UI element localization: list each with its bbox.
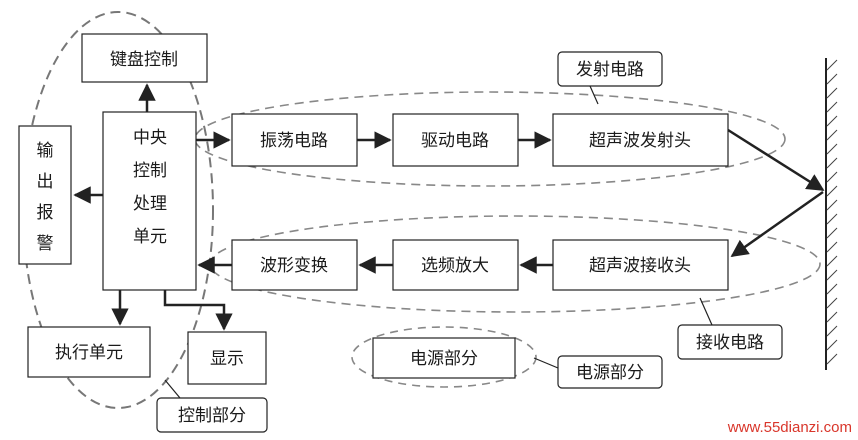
cpu-label-line-1: 中央 xyxy=(133,128,167,148)
waveform-label: 波形变换 xyxy=(260,256,328,276)
power-box xyxy=(372,337,516,379)
keyboard-box xyxy=(81,33,208,83)
transmitter-label: 超声波发射头 xyxy=(589,131,691,151)
waveform-box xyxy=(231,239,358,291)
executor-label: 执行单元 xyxy=(55,343,123,363)
transmit-circuit-ellipse xyxy=(194,91,786,187)
control-part-ellipse xyxy=(22,11,214,409)
receiver-box xyxy=(552,239,729,291)
receive-callout-label: 接收电路 xyxy=(696,333,764,353)
arrow-wall-to-receiver xyxy=(730,190,824,258)
power-label: 电源部分 xyxy=(410,349,478,369)
power-part-ellipse xyxy=(351,326,537,388)
transmitter-box xyxy=(552,113,729,167)
arrow-transmitter-to-wall xyxy=(727,128,825,192)
control-callout-box xyxy=(156,397,268,433)
oscillator-label: 振荡电路 xyxy=(260,131,328,151)
arrow-cpu-to-display xyxy=(163,290,233,331)
driver-label: 驱动电路 xyxy=(421,131,489,151)
receive-callout-leader xyxy=(699,297,713,326)
alarm-label-line-4: 警 xyxy=(37,234,54,254)
alarm-label-line-3: 报 xyxy=(37,203,54,223)
alarm-label-line-2: 出 xyxy=(37,172,54,192)
receive-callout-box xyxy=(677,324,783,360)
control-callout-leader xyxy=(164,379,181,399)
executor-box xyxy=(27,326,151,378)
transmit-callout-label: 发射电路 xyxy=(576,60,644,80)
driver-box xyxy=(392,113,519,167)
display-box xyxy=(187,331,267,385)
power-callout-leader xyxy=(533,357,559,369)
cpu-label-line-2: 控制 xyxy=(133,161,167,181)
oscillator-box xyxy=(231,113,358,167)
amplifier-box xyxy=(392,239,519,291)
power-callout-label: 电源部分 xyxy=(576,363,644,383)
transmit-callout-leader xyxy=(589,85,599,105)
cpu-label-line-3: 处理 xyxy=(133,194,167,214)
cpu-box xyxy=(102,111,197,291)
watermark: www.55dianzi.com xyxy=(727,419,852,436)
display-label: 显示 xyxy=(210,349,244,369)
keyboard-label: 键盘控制 xyxy=(110,50,178,70)
alarm-label-line-1: 输 xyxy=(37,141,54,161)
cpu-label-line-4: 单元 xyxy=(133,227,167,247)
amplifier-label: 选频放大 xyxy=(421,256,489,276)
receiver-label: 超声波接收头 xyxy=(589,256,691,276)
power-callout-box xyxy=(557,355,663,389)
reflecting-wall xyxy=(825,58,838,370)
transmit-callout-box xyxy=(557,51,663,87)
control-callout-label: 控制部分 xyxy=(178,406,246,426)
output-alarm-box xyxy=(18,125,72,265)
